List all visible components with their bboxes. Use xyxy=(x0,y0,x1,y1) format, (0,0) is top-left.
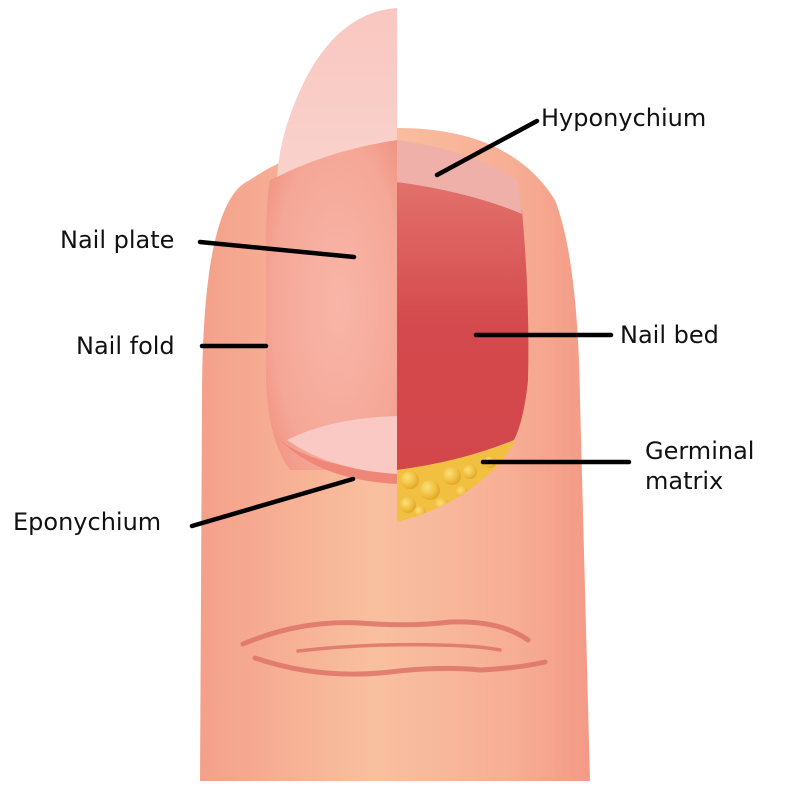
nail-plate-shape xyxy=(266,140,397,470)
knuckle-creases xyxy=(240,619,548,677)
label-nail-plate: Nail plate xyxy=(60,226,175,254)
nail-bed-shape xyxy=(397,182,529,470)
label-nail-fold: Nail fold xyxy=(76,332,175,360)
label-nail-bed: Nail bed xyxy=(620,321,719,349)
lunula-shape xyxy=(287,416,397,474)
nail-free-edge xyxy=(277,8,397,177)
label-eponychium: Eponychium xyxy=(13,508,162,536)
leader-hyponychium xyxy=(434,118,540,178)
leader-nail-plate xyxy=(197,239,357,260)
label-hyponychium: Hyponychium xyxy=(541,104,707,132)
eponychium-shape xyxy=(280,440,397,484)
hyponychium-shape xyxy=(397,140,522,214)
label-germinal-matrix: Germinal matrix xyxy=(645,437,755,495)
leader-eponychium xyxy=(189,476,356,529)
leader-lines xyxy=(189,118,632,529)
